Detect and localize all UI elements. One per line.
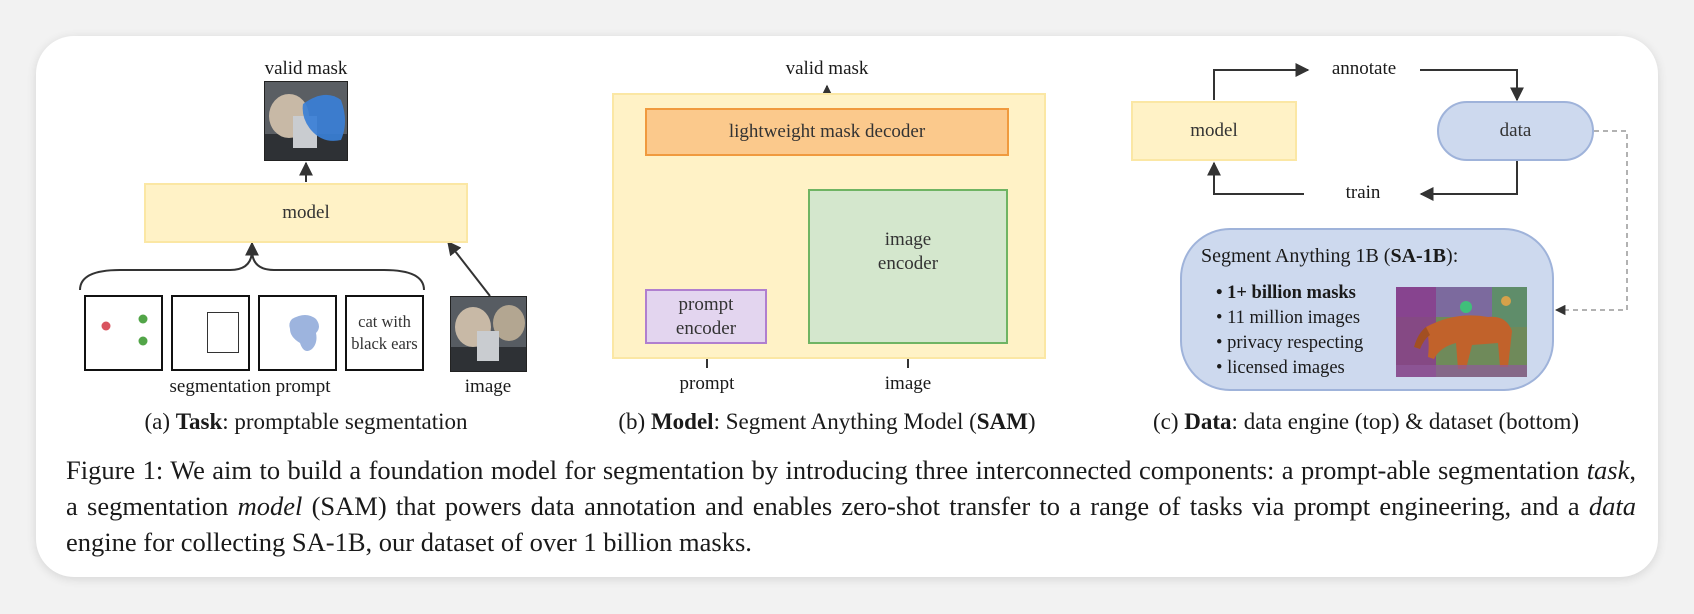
panel-c-caption-rest: : data engine (top) & dataset (bottom) (1231, 409, 1580, 434)
figure-caption: Figure 1: We aim to build a foundation m… (66, 452, 1636, 560)
panel-b-caption-bold: Model (650, 409, 714, 434)
valid-mask-thumbnail (264, 81, 348, 161)
panel-a-image-label: image (464, 376, 512, 397)
sa1b-feature-item: • licensed images (1216, 358, 1345, 378)
sa1b-feature-item: • 11 million images (1216, 308, 1361, 328)
point-prompt (84, 295, 163, 371)
sa1b-feature-images: 11 million images (1227, 308, 1361, 328)
mask-decoder-box: lightweight mask decoder (645, 108, 1009, 156)
panel-b-output-label: valid mask (785, 58, 869, 79)
data-label: data (1499, 120, 1532, 141)
sa1b-dataset-box: Segment Anything 1B (SA-1B): • 1+ billio… (1180, 228, 1554, 391)
prompt-encoder-line2: encoder (675, 317, 737, 339)
text-prompt-line2: black ears (351, 334, 418, 353)
image-encoder-line1: image (884, 228, 932, 250)
figure-caption-em-model: model (237, 491, 303, 521)
figure-caption-part2: , a segmentation (66, 455, 1636, 521)
figure-caption-part1: Figure 1: We aim to build a foundation m… (66, 455, 1587, 485)
text-prompt: cat with black ears (345, 295, 424, 371)
panel-c-model-label: model (1190, 120, 1238, 141)
model-to-annotate-arrow (1213, 63, 1310, 100)
figure-caption-em-data: data (1588, 491, 1637, 521)
figure-caption-em-task: task (1586, 455, 1630, 485)
panel-a-caption-bold: Task (175, 409, 223, 434)
annotate-label: annotate (1331, 58, 1397, 79)
input-image-thumbnail (450, 296, 527, 372)
annotate-to-data-arrow (1420, 69, 1524, 102)
panel-a-output-label: valid mask (264, 58, 348, 79)
sa1b-title-prefix: Segment Anything 1B ( (1201, 245, 1391, 267)
sa1b-feature-masks: 1+ billion masks (1227, 283, 1356, 303)
mask-blob-icon (289, 315, 319, 351)
train-label: train (1345, 182, 1381, 203)
sa1b-feature-item: • 1+ billion masks (1216, 283, 1356, 303)
segmentation-prompt-label: segmentation prompt (169, 376, 331, 397)
panel-b-caption-prefix: (b) (618, 409, 651, 434)
sa1b-feature-privacy: privacy respecting (1227, 333, 1364, 353)
panel-c-caption-prefix: (c) (1152, 409, 1185, 434)
sa1b-feature-list: • 1+ billion masks • 11 million images •… (1216, 281, 1363, 381)
panel-b-caption-mid: : Segment Anything Model ( (713, 409, 977, 434)
sa1b-sample-image (1396, 287, 1527, 377)
image-encoder-box: image encoder (808, 189, 1008, 344)
panel-b-image-label: image (884, 373, 932, 394)
positive-point-icon (138, 314, 148, 324)
panel-b-caption-end: ) (1027, 409, 1036, 434)
sa1b-feature-item: • privacy respecting (1216, 333, 1364, 353)
image-to-model-arrow (447, 240, 491, 297)
sa1b-title-suffix: ): (1446, 245, 1459, 267)
text-prompt-line1: cat with (358, 312, 411, 331)
panel-b-caption: (b) Model: Segment Anything Model (SAM) (618, 409, 1035, 435)
sa1b-feature-licensed: licensed images (1227, 358, 1345, 378)
positive-point-icon (138, 336, 148, 346)
data-box: data (1437, 101, 1594, 161)
mask-prompt (258, 295, 337, 371)
figure-caption-part3: (SAM) that powers data annotation and en… (302, 491, 1589, 521)
data-to-dataset-dashed-arrow (1554, 130, 1628, 316)
panel-c-caption-bold: Data (1184, 409, 1232, 434)
panel-c-caption: (c) Data: data engine (top) & dataset (b… (1153, 409, 1579, 435)
panel-a-caption: (a) Task: promptable segmentation (144, 409, 467, 435)
panel-c-model-box: model (1131, 101, 1297, 161)
prompt-encoder-line1: prompt (678, 293, 734, 315)
panel-a-caption-rest: : promptable segmentation (222, 409, 468, 434)
image-encoder-line2: encoder (877, 252, 939, 274)
box-prompt (171, 295, 250, 371)
sa1b-title: Segment Anything 1B (SA-1B): (1201, 245, 1458, 268)
panel-a-caption-prefix: (a) (144, 409, 176, 434)
panel-a-model-box: model (144, 183, 468, 243)
train-to-model-arrow (1207, 161, 1304, 195)
prompts-brace (79, 249, 425, 291)
data-to-train-arrow (1419, 161, 1518, 201)
negative-point-icon (101, 321, 111, 331)
panel-a-model-label: model (282, 202, 330, 223)
prompt-encoder-box: prompt encoder (645, 289, 767, 344)
mask-decoder-label: lightweight mask decoder (728, 121, 926, 142)
bounding-box-icon (207, 312, 239, 353)
panel-b-prompt-label: prompt (679, 373, 735, 394)
panel-b-caption-bold2: SAM (976, 409, 1028, 434)
sa1b-title-bold: SA-1B (1390, 245, 1447, 267)
figure-caption-part4: engine for collecting SA-1B, our dataset… (66, 527, 752, 557)
